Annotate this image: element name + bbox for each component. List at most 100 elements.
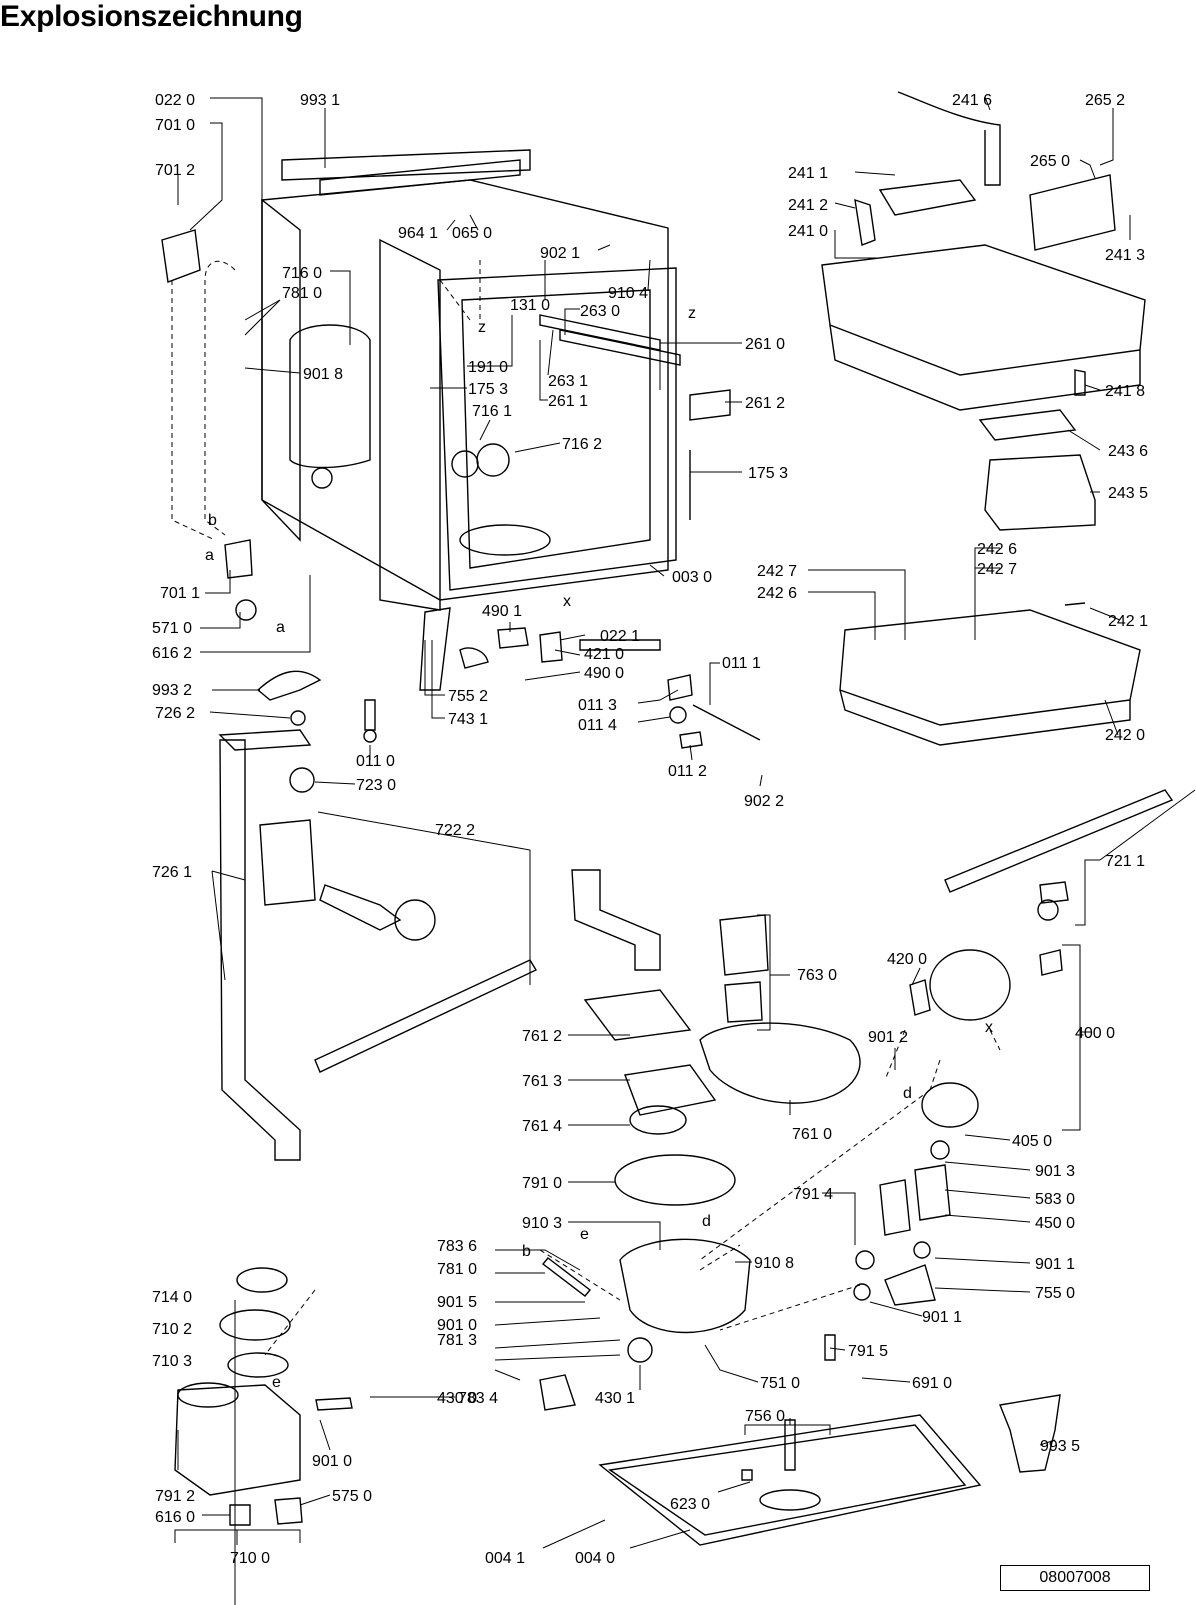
part-label: 723 0 bbox=[356, 777, 396, 794]
tub-frame bbox=[261, 149, 731, 651]
part-label: 575 0 bbox=[332, 1488, 372, 1505]
part-label: 756 0 bbox=[745, 1408, 785, 1425]
part-label: 241 2 bbox=[788, 197, 828, 214]
part-label: 710 3 bbox=[152, 1353, 192, 1370]
part-label: 623 0 bbox=[670, 1496, 710, 1513]
part-label: 004 0 bbox=[575, 1550, 615, 1567]
part-label: 241 6 bbox=[952, 92, 992, 109]
part-label: 242 0 bbox=[1105, 727, 1145, 744]
part-label: 743 1 bbox=[448, 711, 488, 728]
bottom-plate bbox=[598, 1414, 982, 1546]
part-label: 243 6 bbox=[1108, 443, 1148, 460]
assembly-letter: x bbox=[985, 1019, 993, 1036]
part-label: 716 2 bbox=[562, 436, 602, 453]
part-label: 761 4 bbox=[522, 1118, 562, 1135]
assembly-letter: b bbox=[522, 1243, 531, 1260]
part-label: 910 8 bbox=[754, 1255, 794, 1272]
part-label: 902 1 bbox=[540, 245, 580, 262]
part-label: 400 0 bbox=[1075, 1025, 1115, 1042]
part-label: 761 2 bbox=[522, 1028, 562, 1045]
part-label: 022 0 bbox=[155, 92, 195, 109]
part-label: 616 0 bbox=[155, 1509, 195, 1526]
part-label: 710 0 bbox=[230, 1550, 270, 1567]
sump-assembly bbox=[583, 914, 861, 1334]
part-label: 781 3 bbox=[437, 1332, 477, 1349]
part-label: 420 0 bbox=[887, 951, 927, 968]
part-label: 714 0 bbox=[152, 1289, 192, 1306]
part-label: 761 3 bbox=[522, 1073, 562, 1090]
part-label: 583 0 bbox=[1035, 1191, 1075, 1208]
part-label: 616 2 bbox=[152, 645, 192, 662]
part-label: 783 4 bbox=[458, 1390, 498, 1407]
part-label: 755 0 bbox=[1035, 1285, 1075, 1302]
part-label: 430 0 bbox=[437, 1390, 477, 1407]
part-label: 755 2 bbox=[448, 688, 488, 705]
part-label: 993 1 bbox=[300, 92, 340, 109]
part-label: 901 1 bbox=[922, 1309, 962, 1326]
part-label: 901 0 bbox=[312, 1453, 352, 1470]
part-label: 241 3 bbox=[1105, 247, 1145, 264]
assembly-letter: z bbox=[478, 319, 486, 336]
part-label: 191 0 bbox=[468, 359, 508, 376]
part-label: 901 5 bbox=[437, 1294, 477, 1311]
part-label: 964 1 bbox=[398, 225, 438, 242]
part-label: 910 3 bbox=[522, 1215, 562, 1232]
part-label: 011 3 bbox=[578, 697, 617, 714]
leader-lines bbox=[174, 96, 1196, 1605]
part-label: 263 0 bbox=[580, 303, 620, 320]
assembly-letter: a bbox=[276, 619, 285, 636]
part-label: 243 5 bbox=[1108, 485, 1148, 502]
part-label: 241 8 bbox=[1105, 383, 1145, 400]
assembly-letter: z bbox=[688, 305, 696, 322]
part-label: 241 1 bbox=[788, 165, 828, 182]
lower-basket bbox=[839, 609, 1141, 746]
part-label: 004 1 bbox=[485, 1550, 525, 1567]
part-label: 065 0 bbox=[452, 225, 492, 242]
part-label: 761 0 bbox=[792, 1126, 832, 1143]
part-label: 902 2 bbox=[744, 793, 784, 810]
part-label: 716 0 bbox=[282, 265, 322, 282]
part-label: 710 2 bbox=[152, 1321, 192, 1338]
part-label: 722 2 bbox=[435, 822, 475, 839]
part-label: 242 7 bbox=[757, 563, 797, 580]
pump-assembly bbox=[853, 949, 1011, 1306]
part-label: 751 0 bbox=[760, 1375, 800, 1392]
part-label: 450 0 bbox=[1035, 1215, 1075, 1232]
part-label: 791 5 bbox=[848, 1343, 888, 1360]
spray-arms bbox=[314, 789, 1174, 1073]
part-label: 901 3 bbox=[1035, 1163, 1075, 1180]
page-title: Explosionszeichnung bbox=[0, 0, 303, 33]
assembly-letter: d bbox=[903, 1085, 912, 1102]
assembly-letter: a bbox=[205, 547, 214, 564]
part-label: 405 0 bbox=[1012, 1133, 1052, 1150]
part-label: 910 4 bbox=[608, 285, 648, 302]
part-label: 263 1 bbox=[548, 373, 588, 390]
part-label: 011 1 bbox=[722, 655, 761, 672]
part-label: 701 2 bbox=[155, 162, 195, 179]
part-label: 993 5 bbox=[1040, 1438, 1080, 1455]
part-label: 261 1 bbox=[548, 393, 588, 410]
part-label: 781 0 bbox=[282, 285, 322, 302]
part-label: 011 2 bbox=[668, 763, 707, 780]
part-label: 261 2 bbox=[745, 395, 785, 412]
part-label: 901 8 bbox=[303, 366, 343, 383]
part-label: 993 2 bbox=[152, 682, 192, 699]
part-label: 791 2 bbox=[155, 1488, 195, 1505]
assembly-letter: e bbox=[580, 1226, 589, 1243]
part-label: 011 0 bbox=[356, 753, 395, 770]
part-label: 011 4 bbox=[578, 717, 617, 734]
assembly-letter: e bbox=[272, 1374, 281, 1391]
part-label: 726 2 bbox=[155, 705, 195, 722]
part-label: 242 1 bbox=[1108, 613, 1148, 630]
part-label: 901 1 bbox=[1035, 1256, 1075, 1273]
misc-small-parts bbox=[161, 229, 1086, 1481]
part-label: 781 0 bbox=[437, 1261, 477, 1278]
assembly-letter: x bbox=[563, 593, 571, 610]
part-label: 726 1 bbox=[152, 864, 192, 881]
part-label: 691 0 bbox=[912, 1375, 952, 1392]
part-label: 791 4 bbox=[793, 1186, 833, 1203]
part-label: 175 3 bbox=[748, 465, 788, 482]
part-label: 721 1 bbox=[1105, 853, 1145, 870]
part-label: 241 0 bbox=[788, 223, 828, 240]
part-label: 571 0 bbox=[152, 620, 192, 637]
